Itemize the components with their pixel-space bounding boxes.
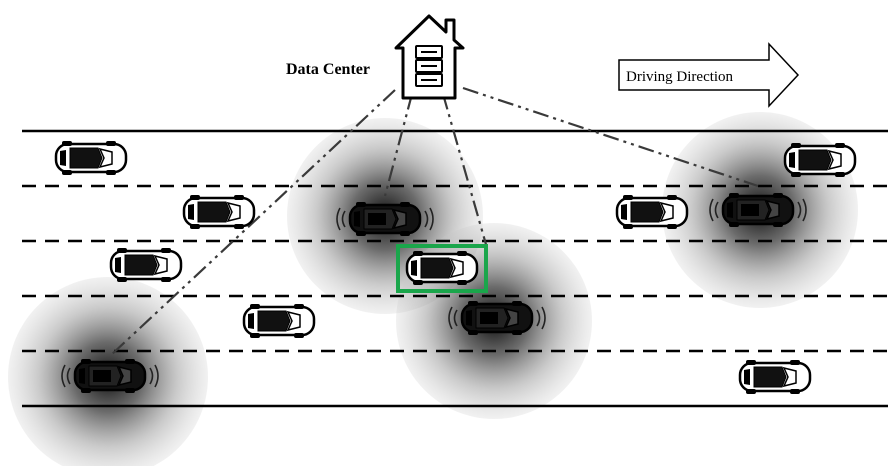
right-arrow-icon <box>618 42 800 108</box>
car-icon <box>615 195 689 229</box>
driving-direction-arrow: Driving Direction <box>618 42 800 108</box>
car-icon <box>242 304 316 338</box>
data-center-label: Data Center <box>286 61 370 78</box>
highlight-box <box>396 244 488 293</box>
car-icon <box>405 251 479 285</box>
car-icon <box>54 141 128 175</box>
data-links <box>109 86 759 357</box>
vehicles <box>54 141 857 394</box>
data-link <box>383 93 414 197</box>
data-center-icon <box>394 14 465 100</box>
data-link <box>462 86 759 188</box>
car-icon <box>738 360 812 394</box>
car-icon <box>109 248 183 282</box>
car-icon <box>783 143 857 177</box>
road <box>22 129 888 408</box>
car-icon <box>336 202 434 236</box>
car-icon <box>709 193 807 227</box>
car-icon <box>182 195 256 229</box>
data-link <box>109 89 396 357</box>
car-icon <box>448 301 546 335</box>
car-icon <box>61 359 159 393</box>
driving-direction-label: Driving Direction <box>626 69 734 85</box>
data-link <box>441 93 489 249</box>
